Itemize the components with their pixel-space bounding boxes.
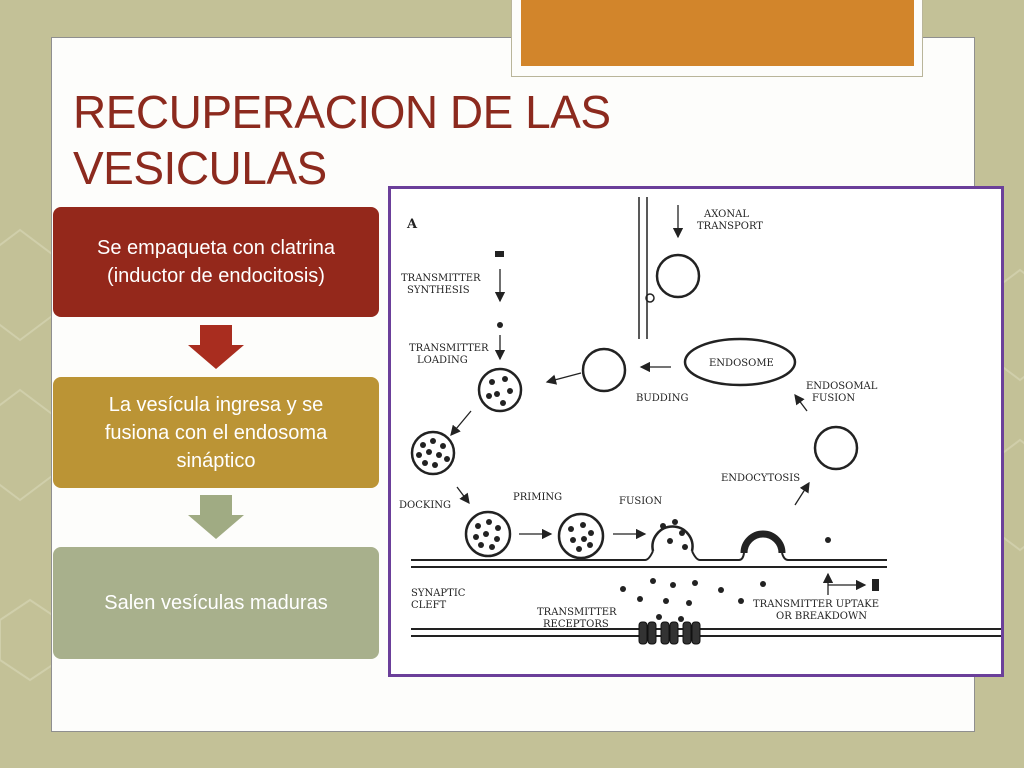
transported-vesicle xyxy=(655,253,701,299)
slide-title: RECUPERACION DE LAS VESICULAS xyxy=(73,84,693,196)
budded-vesicle xyxy=(581,347,627,393)
small-vesicle xyxy=(645,293,655,303)
breakdown-mark xyxy=(872,579,879,591)
label-uptake-1: TRANSMITTER UPTAKE xyxy=(753,599,879,610)
label-synaptic-cleft-2: CLEFT xyxy=(411,600,447,611)
label-endosome: ENDOSOME xyxy=(709,358,774,369)
loading-vesicle xyxy=(477,367,523,413)
label-fusion: FUSION xyxy=(619,496,662,507)
filled-vesicle-contents xyxy=(416,438,450,468)
endocytosis-arrow xyxy=(794,481,810,506)
released-transmitter xyxy=(620,519,766,622)
label-axonal-transport-2: TRANSPORT xyxy=(697,221,763,232)
label-transmitter-loading-1: TRANSMITTER xyxy=(409,343,489,354)
transmitter-molecule xyxy=(497,322,503,328)
clathrin-pit xyxy=(740,530,786,554)
step-box-2: La vesícula ingresa y se fusiona con el … xyxy=(53,377,379,488)
endocytosed-vesicle xyxy=(813,425,859,471)
precursor-mark xyxy=(495,251,504,257)
step-1-line-1: Se empaqueta con clatrina xyxy=(97,237,335,259)
uptake-molecule xyxy=(825,537,831,543)
step-box-3: Salen vesículas maduras xyxy=(53,547,379,659)
down-arrow-icon xyxy=(188,495,244,539)
receptor-cluster xyxy=(638,621,701,645)
primed-vesicle xyxy=(557,512,605,560)
label-synaptic-cleft-1: SYNAPTIC xyxy=(411,588,466,599)
step-2-line-1: La vesícula ingresa y se xyxy=(108,393,324,416)
diagram-canvas: A AXONAL TRANSPORT TRANSMITTER SYNTHESIS… xyxy=(399,197,1001,645)
label-endosomal-fusion-2: FUSION xyxy=(812,393,855,404)
label-priming: PRIMING xyxy=(513,492,562,503)
to-loading-arrow xyxy=(545,372,582,385)
step-2-line-2: fusiona con el endosoma xyxy=(104,421,328,444)
docked-vesicle-contents xyxy=(473,519,501,550)
title-line-2: VESICULAS xyxy=(73,142,327,194)
loading-vesicle-contents xyxy=(486,376,513,406)
filled-vesicle xyxy=(410,430,456,476)
label-endosomal-fusion-1: ENDOSOMAL xyxy=(806,381,878,392)
step-3-line-1: Salen vesículas maduras xyxy=(104,592,328,614)
label-docking: DOCKING xyxy=(399,500,451,511)
fusing-vesicle xyxy=(651,525,694,552)
step-1-line-2: (inductor de endocitosis) xyxy=(107,265,325,287)
primed-vesicle-contents xyxy=(568,522,594,552)
label-budding: BUDDING xyxy=(636,393,689,404)
endosome xyxy=(683,337,797,387)
endosomal-fusion-arrow xyxy=(794,393,808,412)
to-docking-arrow xyxy=(450,410,472,436)
label-axonal-transport-1: AXONAL xyxy=(703,209,749,220)
step-box-1: Se empaqueta con clatrina (inductor de e… xyxy=(53,207,379,317)
docked-vesicle xyxy=(464,510,512,558)
docking-arrow xyxy=(456,486,470,505)
label-uptake-2: OR BREAKDOWN xyxy=(776,611,867,622)
label-transmitter-synthesis-1: TRANSMITTER xyxy=(401,273,481,284)
presynaptic-membrane xyxy=(411,550,887,561)
accent-tab xyxy=(521,0,914,66)
label-transmitter-receptors-1: TRANSMITTER xyxy=(537,607,617,618)
label-endocytosis: ENDOCYTOSIS xyxy=(721,473,800,484)
label-transmitter-synthesis-2: SYNTHESIS xyxy=(407,285,470,296)
vesicle-cycle-diagram: A AXONAL TRANSPORT TRANSMITTER SYNTHESIS… xyxy=(388,186,1004,677)
title-line-1: RECUPERACION DE LAS xyxy=(73,86,611,138)
down-arrow-icon xyxy=(188,325,244,369)
panel-letter: A xyxy=(406,217,418,232)
step-2-line-3: sináptico xyxy=(176,449,256,472)
label-transmitter-receptors-2: RECEPTORS xyxy=(543,619,609,630)
label-transmitter-loading-2: LOADING xyxy=(417,355,468,366)
